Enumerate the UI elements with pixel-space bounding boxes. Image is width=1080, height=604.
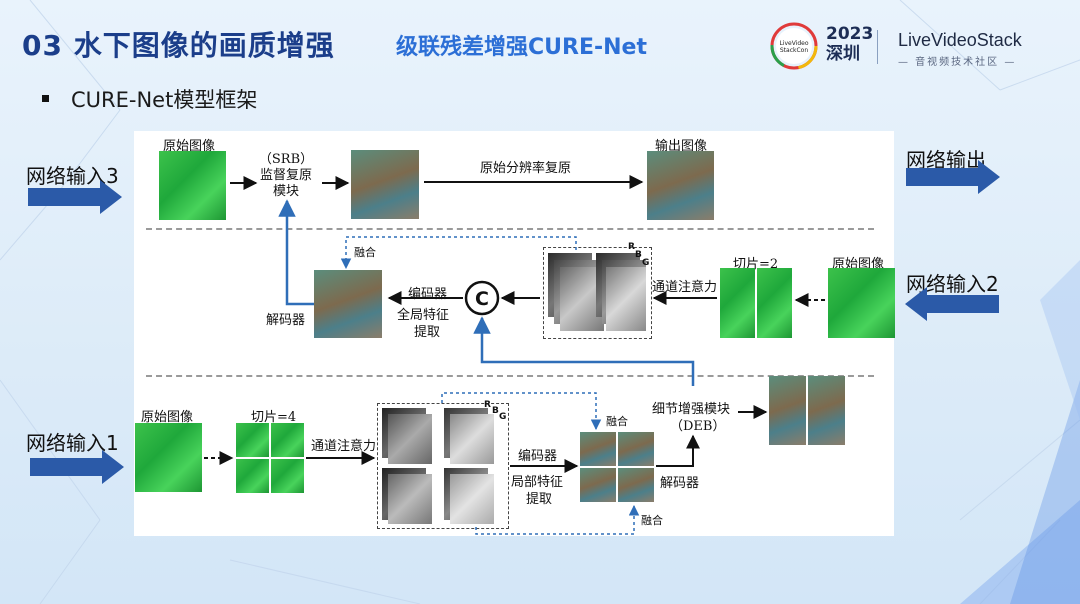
bot-original-image — [135, 423, 202, 492]
bot-feature-map-4 — [450, 414, 494, 464]
row-divider-top — [146, 228, 874, 230]
logo-divider — [877, 30, 878, 64]
top-orig-label: 原始图像 — [163, 139, 216, 154]
top-output-label: 输出图像 — [655, 139, 708, 154]
livevideostack-tagline: — 音视频技术社区 — — [898, 57, 1017, 68]
livevideostackcon-badge-icon: LiveVideo StackCon — [770, 22, 818, 70]
global-feature-label-2: 提取 — [414, 325, 441, 340]
bot-rgb-b: B — [492, 406, 499, 416]
bot-slice-label: 切片=4 — [251, 410, 297, 425]
srb-label-1: （SRB） — [258, 152, 314, 167]
deb-output-left — [769, 376, 806, 445]
input-2-arrow-icon — [905, 287, 999, 321]
bot-fuse-bottom-connector — [475, 504, 640, 535]
mid-feature-stack: R B G — [543, 242, 652, 339]
mid-fuse-label: 融合 — [354, 246, 376, 259]
arrow-deb-to-concat — [473, 316, 695, 386]
bot-sliced-image — [236, 423, 304, 493]
bullet-text: CURE-Net模型框架 — [71, 88, 258, 112]
concat-symbol: C — [475, 288, 489, 310]
mid-rgb-r: R — [628, 242, 635, 252]
slide-title: 03 水下图像的画质增强 — [22, 29, 335, 62]
deb-output-right — [808, 376, 845, 445]
badge-line-2: StackCon — [780, 47, 808, 54]
bot-decoded-tile-2 — [618, 432, 654, 466]
deb-label-1: 细节增强模块 — [652, 402, 731, 417]
bot-slice-3 — [236, 459, 269, 493]
slide-subtitle: 级联残差增强CURE-Net — [396, 35, 647, 60]
bot-decoded-image — [580, 432, 654, 502]
mid-decoder-label: 解码器 — [266, 313, 306, 328]
local-feature-label-1: 局部特征 — [511, 475, 564, 490]
bot-slice-1 — [236, 423, 269, 457]
mid-slice-right — [757, 268, 792, 338]
arrow-decoded-to-deb — [656, 434, 700, 467]
mid-rgb-g: G — [642, 258, 650, 268]
bullet-item: CURE-Net模型框架 — [42, 84, 257, 114]
input-1-arrow-icon — [30, 450, 124, 484]
bullet-square-icon — [42, 94, 49, 102]
mid-rgb-b: B — [635, 250, 642, 260]
bot-decoded-tile-4 — [618, 468, 654, 502]
bot-decoded-tile-1 — [580, 432, 616, 466]
restore-label: 原始分辨率复原 — [480, 161, 572, 176]
srb-label-2: 监督复原 — [259, 168, 312, 183]
deb-label-2: （DEB） — [670, 419, 726, 434]
mid-sliced-image — [720, 268, 792, 338]
mid-feature-map-6 — [606, 267, 646, 331]
concat-circle-icon — [464, 280, 500, 316]
output-arrow-icon — [906, 160, 1000, 194]
output-image — [647, 151, 714, 220]
bot-feature-map-8 — [450, 474, 494, 524]
logo-year-city: 2023 深圳 — [826, 24, 873, 64]
badge-line-1: LiveVideo — [779, 40, 808, 47]
mid-decoded-image — [314, 270, 382, 338]
bot-decoded-tile-3 — [580, 468, 616, 502]
logo-city: 深圳 — [826, 44, 860, 64]
global-feature-label-1: 全局特征 — [397, 308, 450, 323]
bot-feature-map-2 — [388, 414, 432, 464]
mid-original-image — [828, 268, 895, 338]
bot-rgb-g: G — [499, 412, 507, 422]
bot-fuse-bottom-label: 融合 — [641, 514, 663, 527]
bot-feature-stack: R B G — [377, 400, 509, 529]
mid-channel-attention-label: 通道注意力 — [652, 280, 718, 295]
bot-slice-2 — [271, 423, 304, 457]
bot-decoder-label: 解码器 — [660, 476, 700, 491]
livevideostack-logo: LiveVideoStack — [898, 30, 1022, 50]
input-3-arrow-icon — [28, 180, 122, 214]
bot-channel-attention-label: 通道注意力 — [311, 439, 377, 454]
logo-year: 2023 — [826, 24, 874, 44]
bot-fuse-top-connector — [441, 392, 602, 431]
bot-encoder-label: 编码器 — [518, 449, 558, 464]
local-feature-label-2: 提取 — [526, 492, 553, 507]
mid-fuse-connector — [340, 236, 577, 270]
bot-orig-label: 原始图像 — [141, 410, 194, 425]
top-original-image — [159, 151, 226, 220]
arrow-decoder-to-srb — [278, 199, 314, 306]
top-srb-output-image — [351, 150, 419, 219]
bot-slice-4 — [271, 459, 304, 493]
bot-fuse-top-label: 融合 — [606, 415, 628, 428]
bot-rgb-r: R — [484, 400, 491, 410]
deb-output-image — [769, 376, 845, 445]
srb-label-3: 模块 — [272, 184, 299, 199]
bot-feature-map-6 — [388, 474, 432, 524]
row-divider-bottom — [146, 375, 874, 377]
mid-slice-left — [720, 268, 755, 338]
